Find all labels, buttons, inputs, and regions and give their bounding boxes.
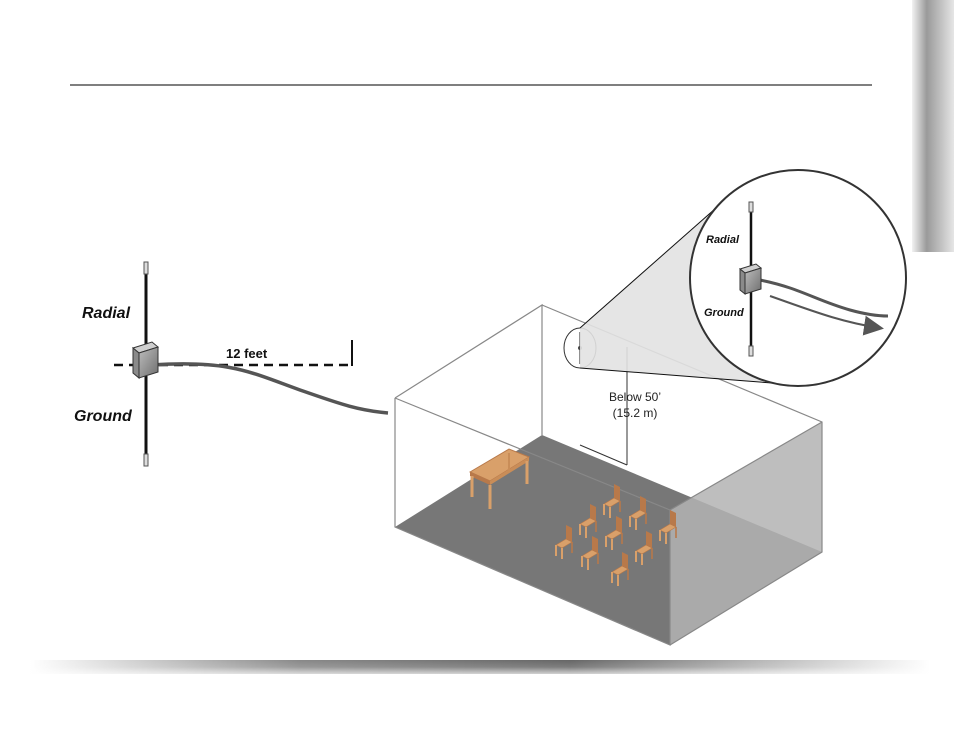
zoom-radial-label: Radial (706, 234, 740, 246)
room-right-wall (670, 422, 822, 645)
zoom-ground-label: Ground (704, 307, 744, 319)
coax-cable (152, 364, 388, 413)
height-label-line1: Below 50’ (609, 390, 661, 404)
distance-label: 12 feet (226, 346, 268, 361)
zoom-callout: Radial Ground (580, 170, 906, 386)
height-label-line2: (15.2 m) (613, 406, 658, 420)
ground-label: Ground (74, 408, 133, 425)
ground-tip (144, 454, 148, 466)
radial-label: Radial (82, 305, 131, 322)
radial-tip (144, 262, 148, 274)
zoom-circle (690, 170, 906, 386)
left-antenna-detail: Radial Ground 12 feet (74, 262, 388, 466)
antenna-mount-box (133, 342, 158, 378)
zoom-mount-box (740, 264, 761, 294)
side-tab (912, 0, 954, 252)
